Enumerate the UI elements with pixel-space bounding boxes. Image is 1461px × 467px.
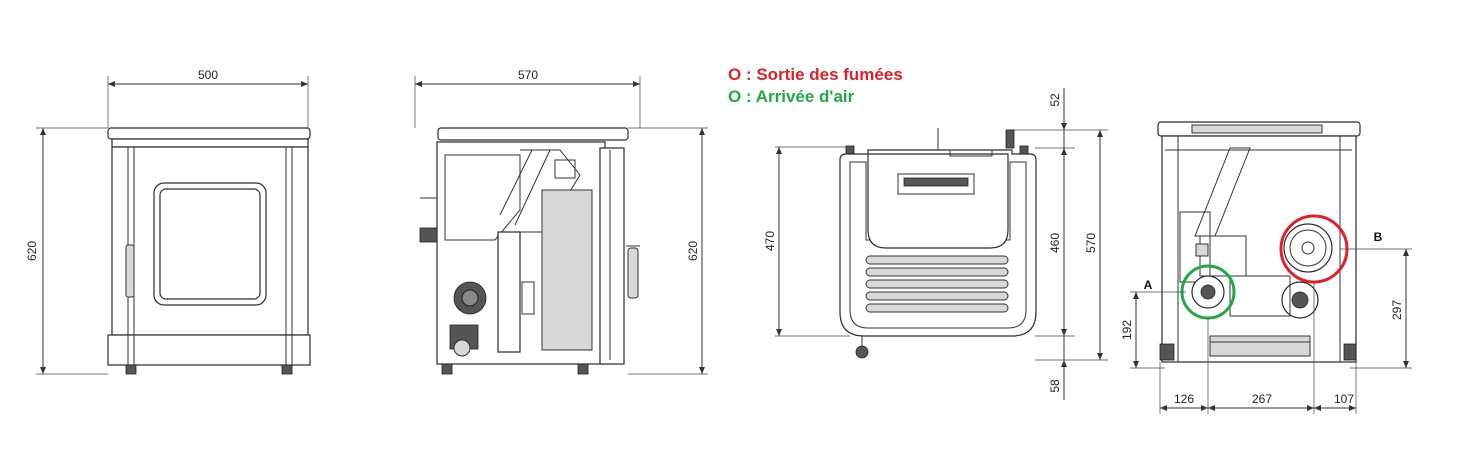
front-width-label: 500 [198,68,218,82]
legend-air-inlet: O : Arrivée d'air [728,86,903,108]
rear-height-b-label: 297 [1390,300,1404,320]
top-inner-label: 460 [1048,233,1062,253]
front-height-label: 620 [25,241,39,261]
top-depth-label: 470 [763,231,777,251]
side-depth-label: 570 [518,68,538,82]
rear-dist-mid-label: 267 [1252,392,1272,406]
top-bottom-offset-label: 58 [1048,379,1062,393]
marker-b: B [1374,230,1383,244]
air-inlet-symbol: O [728,87,742,106]
rear-dist-left-label: 126 [1174,392,1194,406]
rear-view: A B 192 297 126 267 107 [1120,121,1412,414]
top-total-label: 570 [1084,233,1098,253]
front-view: 500 620 [25,68,311,375]
top-offset-label: 52 [1048,93,1062,107]
side-height-label: 620 [686,241,700,261]
marker-a: A [1144,278,1153,292]
legend: O : Sortie des fumées O : Arrivée d'air [728,64,903,108]
top-view: 470 52 460 570 58 [763,88,1108,400]
smoke-outlet-symbol: O [728,65,742,84]
legend-smoke-outlet: O : Sortie des fumées [728,64,903,86]
side-view: 570 620 [414,68,708,375]
air-inlet-text: : Arrivée d'air [741,87,855,106]
rear-height-a-label: 192 [1120,320,1134,340]
smoke-outlet-text: : Sortie des fumées [741,65,903,84]
rear-dist-right-label: 107 [1334,392,1354,406]
